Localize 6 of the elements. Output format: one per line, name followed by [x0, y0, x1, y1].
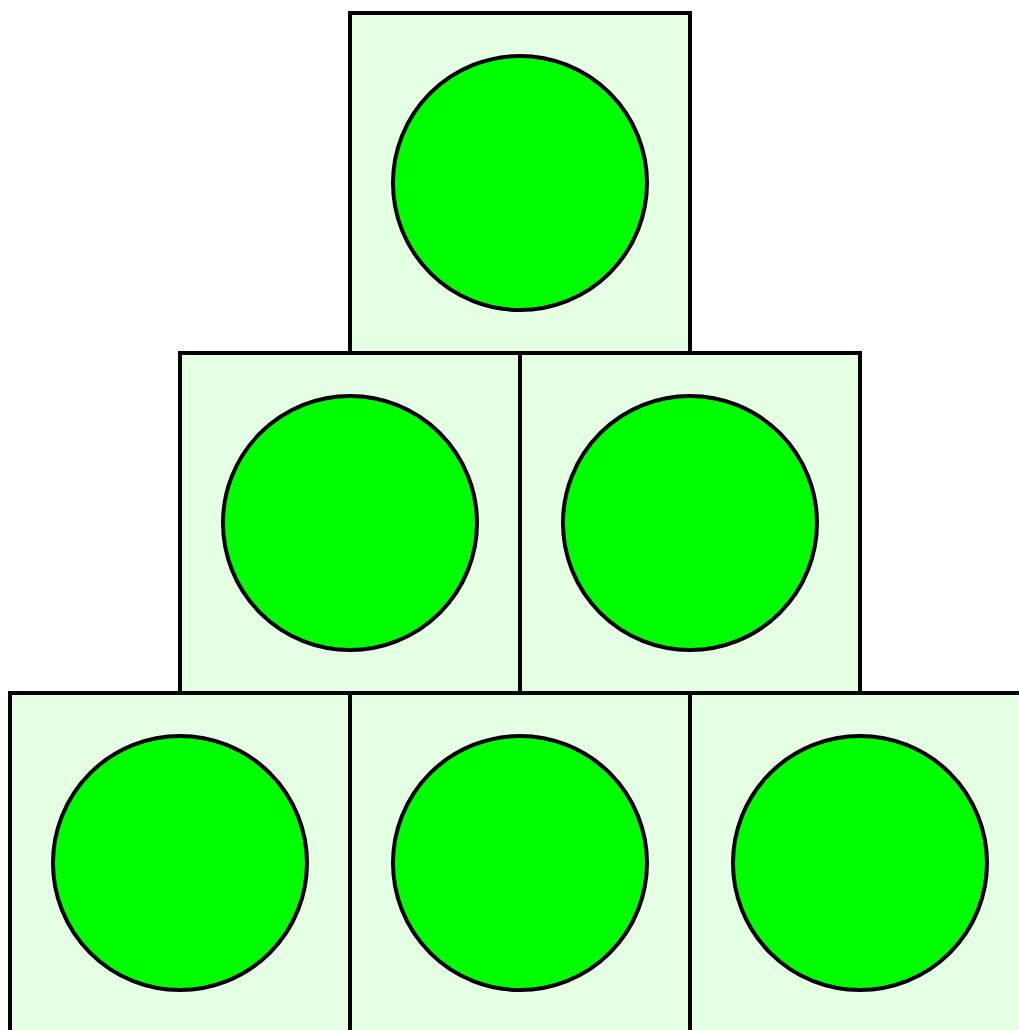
circle [561, 394, 819, 652]
circle [391, 734, 649, 992]
circle [731, 734, 989, 992]
circle [391, 54, 649, 312]
circle [221, 394, 479, 652]
circle [51, 734, 309, 992]
